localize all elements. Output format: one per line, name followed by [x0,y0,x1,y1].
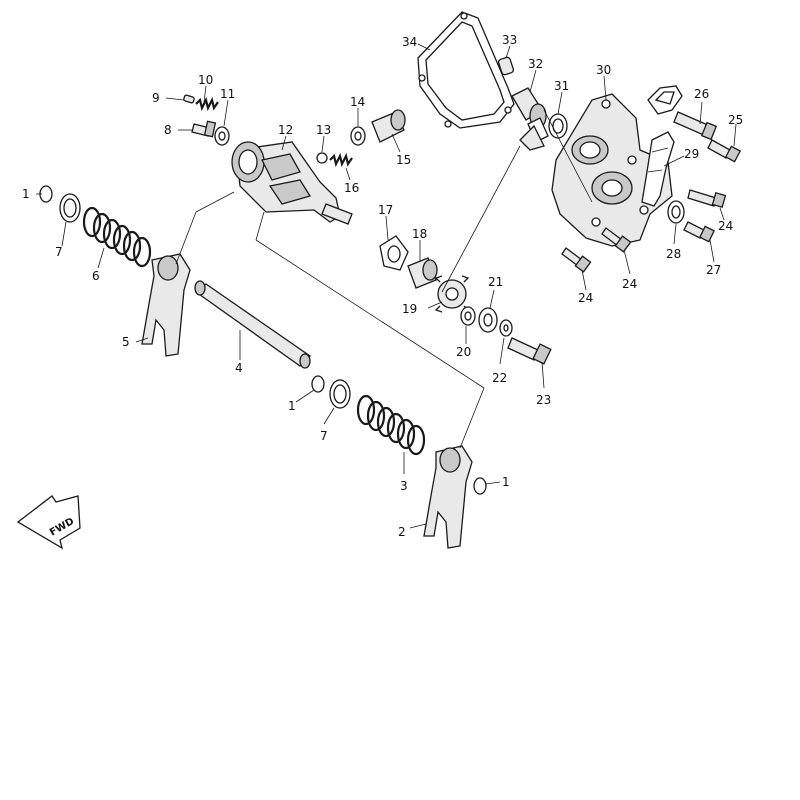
callout-34: 34 [402,35,417,49]
callout-20: 20 [456,345,471,359]
washer-22 [499,319,513,337]
bolt-24-mid [601,227,632,253]
gear-19 [434,275,470,313]
callout-26: 26 [694,87,709,101]
spring-3 [356,394,426,456]
callout-7-upper: 7 [55,245,63,259]
ring-7-lower [329,379,351,409]
spring-6 [82,206,152,268]
bolt-8 [191,120,217,138]
callout-30: 30 [596,63,611,77]
callout-6: 6 [92,269,100,283]
callout-7-lower: 7 [320,429,328,443]
callout-1-lower: 1 [288,399,296,413]
circlip-1-right [473,477,487,495]
pin-33 [497,56,515,76]
callout-1-upper-left: 1 [22,187,30,201]
callout-31: 31 [554,79,569,93]
pin-9 [183,94,195,104]
washer-20 [460,306,476,326]
pin-13 [316,152,328,164]
callout-9: 9 [152,91,160,105]
washer-14 [350,126,366,146]
callout-27: 27 [706,263,721,277]
callout-33: 33 [502,33,517,47]
callout-4: 4 [235,361,243,375]
callout-18: 18 [412,227,427,241]
callout-5: 5 [122,335,130,349]
callout-14: 14 [350,95,365,109]
arrow-left-down-icon: FWD [16,495,81,550]
washer-28 [667,200,685,224]
bolt-23 [507,337,552,365]
shift-drum-12 [231,141,353,225]
fork-5 [141,253,191,357]
callout-13: 13 [316,123,331,137]
callout-leaders [36,43,737,529]
callout-24-mid: 24 [622,277,637,291]
plate-17 [379,235,409,271]
callout-15: 15 [396,153,411,167]
seal-31 [548,113,568,139]
callout-16: 16 [344,181,359,195]
ring-7-upper [59,193,81,223]
callout-3: 3 [400,479,408,493]
callout-1-right: 1 [502,475,510,489]
callout-22: 22 [492,371,507,385]
callout-11: 11 [220,87,235,101]
assembly-lines [175,109,593,449]
collar-18 [407,257,438,289]
stopper-15 [371,109,406,143]
callout-19: 19 [402,302,417,316]
bolt-24-right [687,189,727,208]
callout-2: 2 [398,525,406,539]
callout-24-right: 24 [718,219,733,233]
callout-25: 25 [728,113,743,127]
callout-21: 21 [488,275,503,289]
circlip-1-lower [311,375,325,393]
spring-16 [329,152,353,168]
callout-23: 23 [536,393,551,407]
clip-bracket [647,85,683,115]
callout-17: 17 [378,203,393,217]
callout-8: 8 [164,123,172,137]
gasket-34 [417,11,515,129]
callout-labels: 1 7 6 5 4 8 9 10 11 12 13 14 15 16 17 18… [22,33,743,539]
callout-10: 10 [198,73,213,87]
bracket-29 [641,131,675,207]
shaft-32 [511,87,549,151]
washer-11 [214,126,230,146]
cover-30 [551,93,673,247]
bolt-25 [707,139,742,163]
bolt-26 [673,111,718,141]
shaft-4 [194,280,312,369]
bolt-27 [683,221,715,243]
callout-29: 29 [684,147,699,161]
spring-10 [195,96,219,112]
callout-32: 32 [528,57,543,71]
callout-24-left: 24 [578,291,593,305]
fork-2 [423,445,473,549]
bolt-24-left [561,247,592,273]
washer-21 [478,307,498,333]
callout-28: 28 [666,247,681,261]
callout-12: 12 [278,123,293,137]
